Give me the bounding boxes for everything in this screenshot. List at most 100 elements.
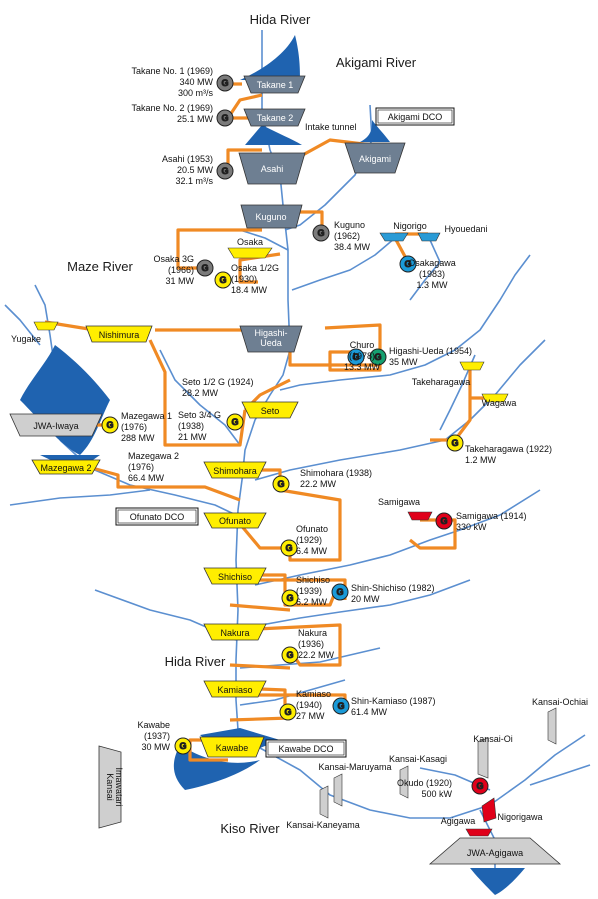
dam-nishimura[interactable]: Nishimura [85,325,153,343]
dam-mazegawa2[interactable]: Mazegawa 2 [31,459,101,475]
dco-akigami[interactable]: Akigami DCO [375,107,455,126]
plant-label-seto34-line2: (1938) [178,421,204,431]
gen-nakura[interactable]: G [281,646,299,664]
plant-label-kuguno-line2: (1962) [334,231,360,241]
dam-hyouedani[interactable]: Hyouedani [417,224,488,242]
pipe-shimohara-ofunato [279,488,342,562]
dam-kuguno[interactable]: Kuguno [240,204,303,229]
plant-label-asahi-line1: Asahi (1953) [162,154,213,164]
plant-label-shichiso-line2: (1939) [296,586,322,596]
dam-kamiaso[interactable]: Kamiaso [203,680,267,698]
dam-seto[interactable]: Seto [241,401,299,419]
pipe-nishimura-seto [148,339,247,447]
dam-nakura[interactable]: Nakura [203,623,267,641]
river-label-hida-top: Hida River [250,12,311,27]
gen-ofunato[interactable]: G [280,539,298,557]
dam-label-akigami: Akigami [359,154,391,164]
dam-label-seto: Seto [261,406,280,416]
plant-label-kawabe-line2: (1937) [144,731,170,741]
gen-shin-kamiaso[interactable]: G [332,697,350,715]
gen-takane1[interactable]: G [216,74,234,92]
dam-label-kansai-maruyama: Kansai-Maruyama [318,762,391,772]
gen-osakagawa[interactable]: G [399,255,417,273]
intake-tunnel-label: Intake tunnel [305,122,357,132]
gen-shin-shichiso[interactable]: G [331,583,349,601]
tributary-east [279,254,531,391]
gen-shichiso[interactable]: G [281,589,299,607]
dam-kawabe[interactable]: Kawabe [199,736,265,758]
dco-kawabe[interactable]: Kawabe DCO [265,739,347,758]
dam-akigami[interactable]: Akigami [344,142,406,174]
dam-kansai-imawatari[interactable]: Kansai Imawatari [98,745,124,829]
pipe-shichiso-down [229,603,291,612]
dam-asahi[interactable]: Asahi [238,152,306,185]
gen-osaka12g[interactable]: G [214,271,232,289]
dam-osaka[interactable]: Osaka [227,237,273,259]
dam-label-kansai-kasagi: Kansai-Kasagi [389,754,447,764]
plant-label-takane1-line1: Takane No. 1 (1969) [131,66,213,76]
dam-label-higashi-ueda-1: Higashi- [254,328,287,338]
gen-shimohara[interactable]: G [272,475,290,493]
dam-takeharagawa[interactable]: Takeharagawa [412,361,485,387]
dam-kansai-oi[interactable]: Kansai-Oi [473,734,513,779]
dam-kansai-maruyama[interactable]: Kansai-Maruyama [318,762,392,807]
dam-label-shimohara: Shimohara [213,466,257,476]
dam-label-mazegawa2: Mazegawa 2 [40,463,91,473]
gen-kawabe[interactable]: G [174,737,192,755]
gen-higashi-ueda[interactable]: G [369,348,387,366]
dam-jwa-agigawa[interactable]: JWA-Agigawa [428,837,562,865]
dam-agigawa[interactable]: Agigawa [441,816,493,837]
dam-shimohara[interactable]: Shimohara [203,461,267,479]
dam-kansai-kasagi[interactable]: Kansai-Kasagi [389,754,447,799]
dam-takane2[interactable]: Takane 2 [243,108,306,127]
gen-asahi[interactable]: G [216,162,234,180]
takane-reservoir [240,35,300,80]
gen-kamiaso[interactable]: G [279,703,297,721]
dam-ofunato[interactable]: Ofunato [203,512,267,529]
tributary-ochiai [529,764,591,786]
gen-okudo[interactable]: G [471,777,489,795]
gen-kuguno[interactable]: G [312,224,330,242]
plant-label-ofunato-line3: 6.4 MW [296,546,328,556]
asahi-reservoir [245,125,302,145]
plant-label-shichiso-line1: Shichiso [296,575,330,585]
gen-seto[interactable]: G [226,413,244,431]
gen-churo[interactable]: G [347,348,365,366]
plant-label-kamiaso-line1: Kamiaso [296,689,331,699]
dam-nigorigawa[interactable]: Nigorigawa [481,797,543,823]
gen-osaka3g[interactable]: G [196,259,214,277]
dam-jwa-iwaya[interactable]: JWA-Iwaya [9,413,103,437]
tributary-maze-left [4,304,41,346]
tributary-nakura [239,647,381,669]
dam-higashi-ueda[interactable]: Higashi- Ueda [239,325,303,353]
plant-label-takane1-line3: 300 m³/s [178,88,214,98]
plant-label-kuguno-line1: Kuguno [334,220,365,230]
dam-takane1[interactable]: Takane 1 [243,75,306,94]
gen-samigawa[interactable]: G [435,512,453,530]
dam-label-ofunato: Ofunato [219,516,251,526]
plant-label-asahi-line3: 32.1 m³/s [175,176,213,186]
plant-label-osaka12g-line3: 18.4 MW [231,285,268,295]
plant-label-mazegawa2-line2: (1976) [128,462,154,472]
dam-nigorigo[interactable]: Nigorigo [379,221,427,242]
plant-label-samigawa-line2: 330 kW [456,522,487,532]
dam-yugake[interactable]: Yugake [11,321,59,344]
plant-label-shin-shichiso-line2: 20 MW [351,594,380,604]
svg-text:G: G [352,352,359,362]
dco-ofunato[interactable]: Ofunato DCO [115,507,199,526]
dam-wagawa[interactable]: Wagawa [481,393,517,408]
dam-shichiso[interactable]: Shichiso [203,567,267,585]
gen-takane2[interactable]: G [216,109,234,127]
dam-samigawa[interactable]: Samigawa [378,497,433,521]
svg-text:G: G [219,275,226,285]
dam-kansai-ochiai[interactable]: Kansai-Ochiai [532,697,588,745]
plant-label-osaka3g-line2: (1966) [168,265,194,275]
plant-label-seto12-line2: 28.2 MW [182,388,219,398]
dam-kansai-kaneyama[interactable]: Kansai-Kaneyama [286,785,360,830]
gen-takeharagawa[interactable]: G [446,434,464,452]
dam-label-kansai-imawatari-2: Imawatari [114,767,124,806]
plant-label-takane2-line1: Takane No. 2 (1969) [131,103,213,113]
dco-label-ofunato: Ofunato DCO [130,512,185,522]
gen-mazegawa1[interactable]: G [101,416,119,434]
